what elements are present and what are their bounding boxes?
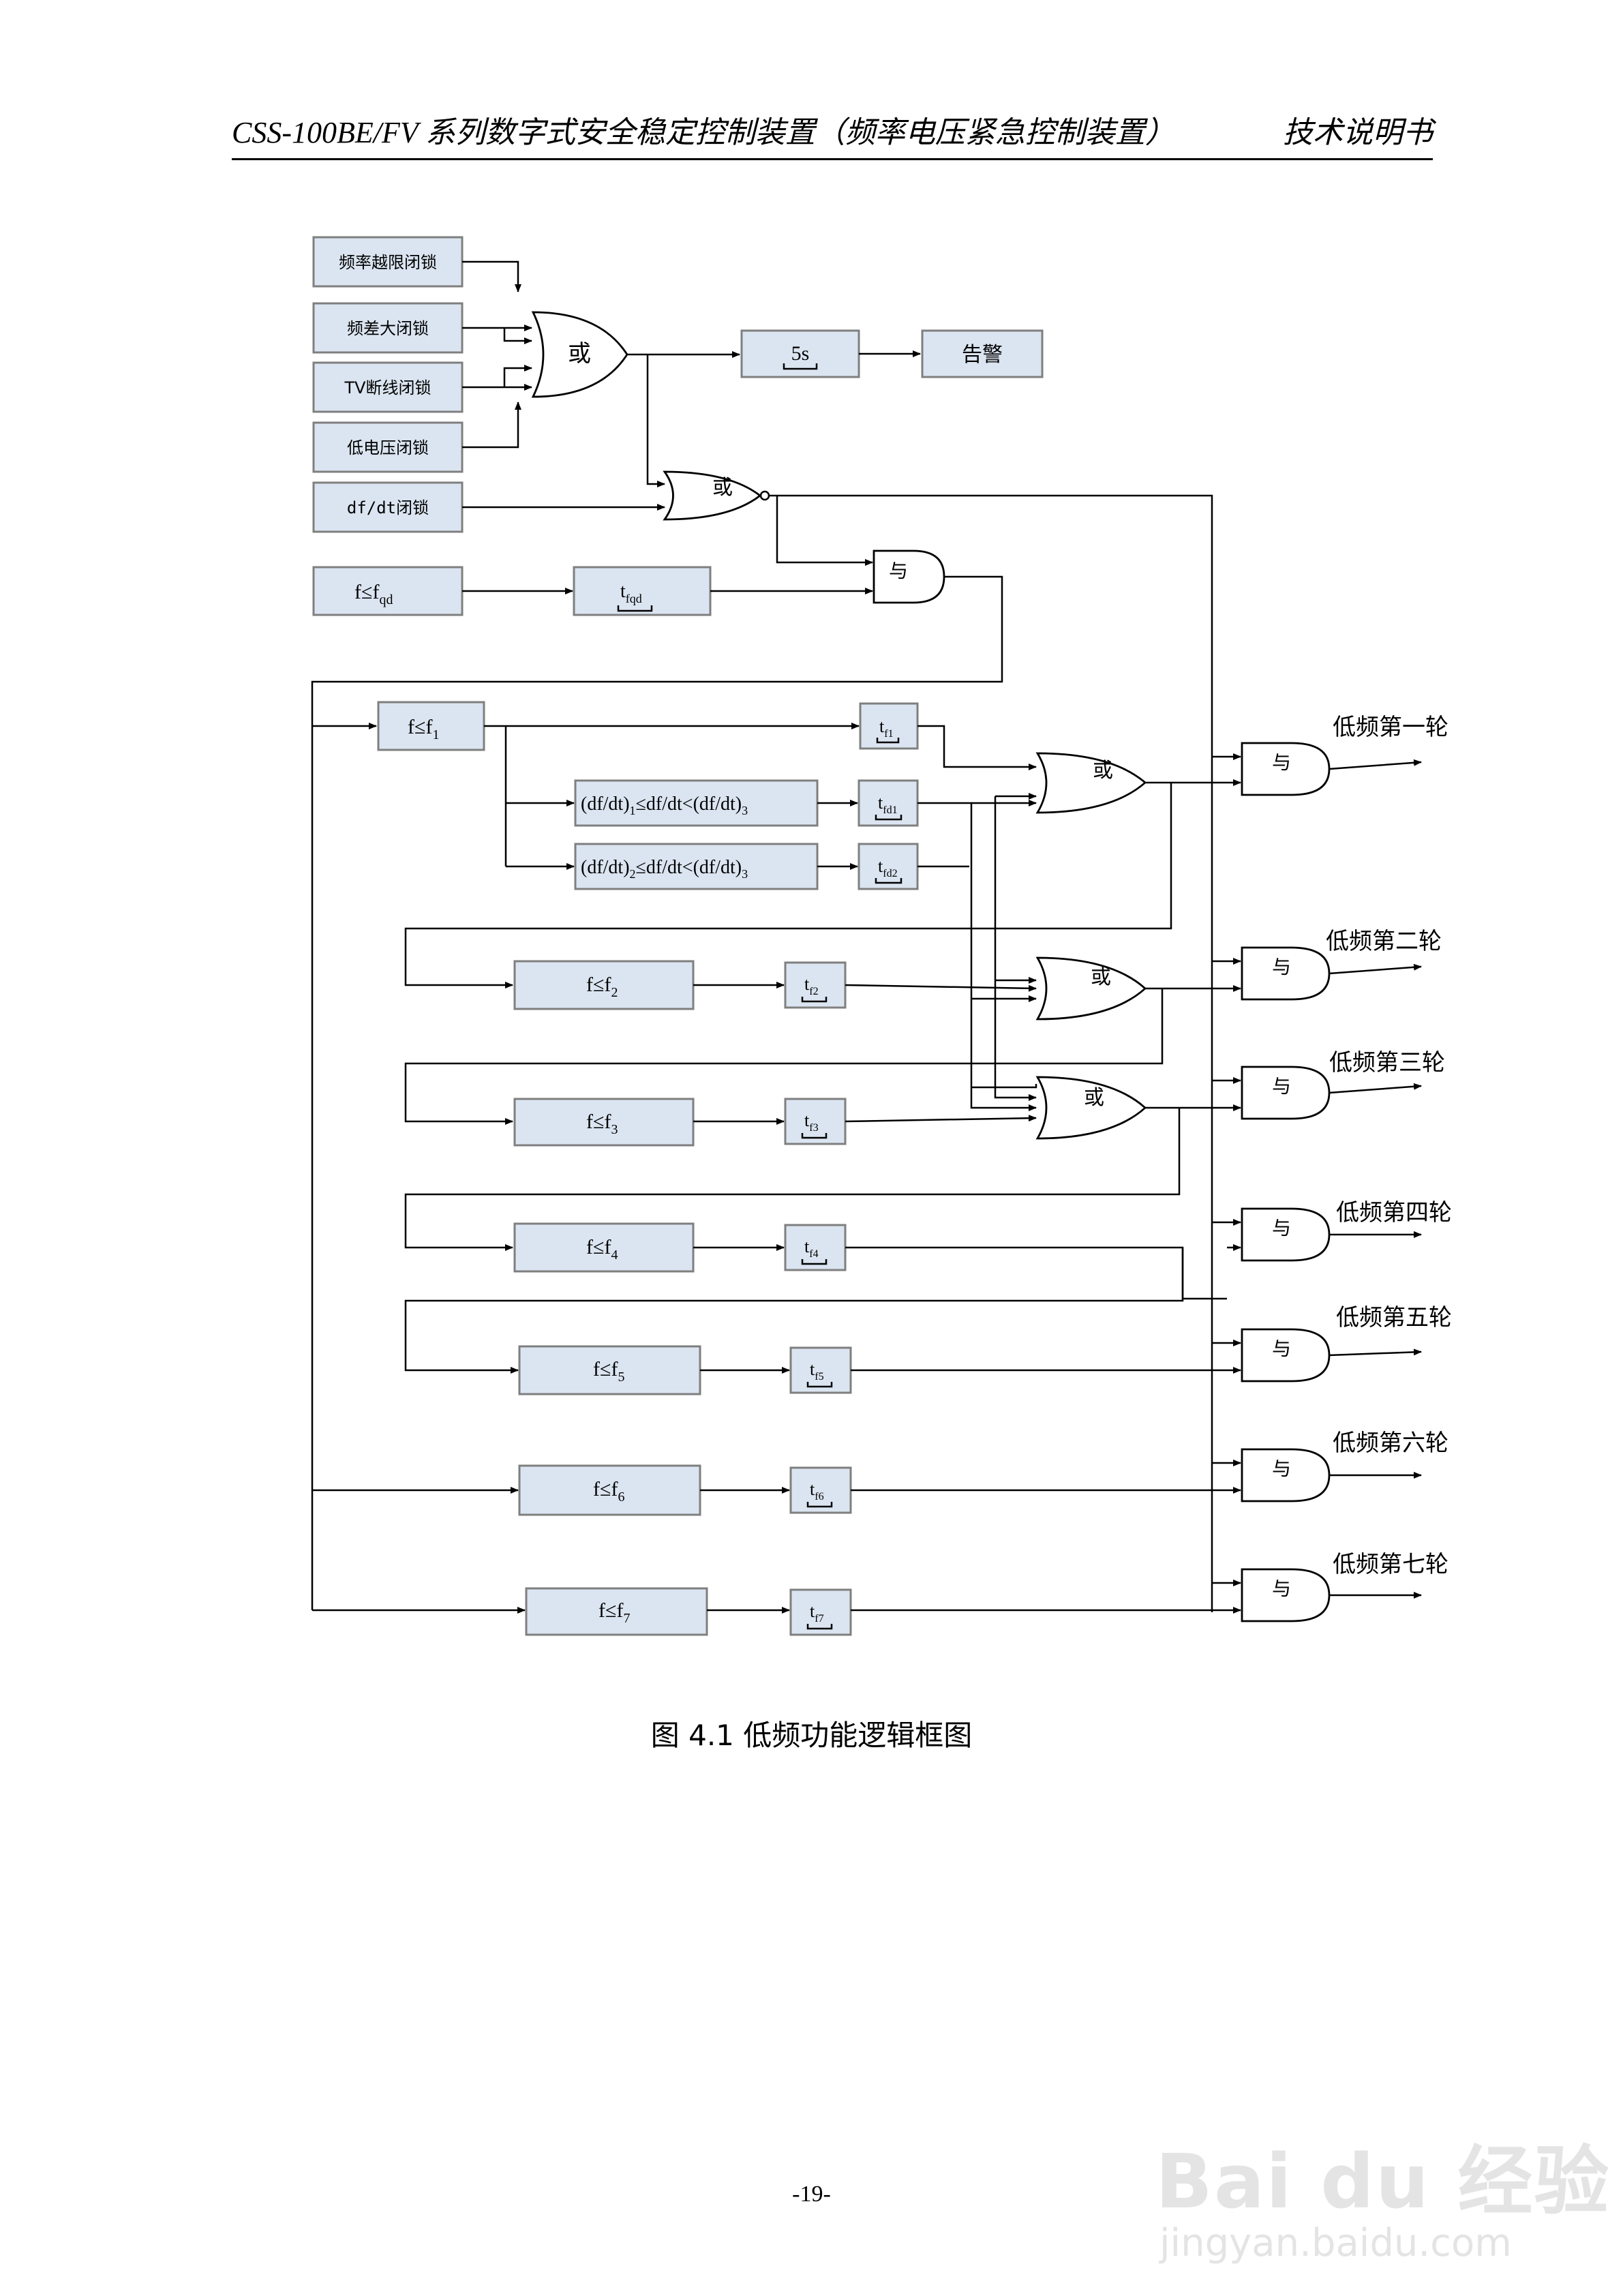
svg-text:与: 与 bbox=[1272, 956, 1291, 978]
block-f-le-f7: f≤f7 bbox=[525, 1587, 708, 1636]
or-gate-stage-3: 或 bbox=[1035, 1076, 1147, 1140]
block-f-le-f3: f≤f3 bbox=[513, 1098, 695, 1147]
output-round-1: 低频第一轮 bbox=[1333, 714, 1448, 741]
and-gate-round-6: 与 bbox=[1241, 1448, 1331, 1502]
and-gate-round-7: 与 bbox=[1241, 1568, 1331, 1622]
svg-text:或: 或 bbox=[1084, 1086, 1104, 1110]
svg-text:tfd1: tfd1 bbox=[878, 793, 898, 816]
svg-text:f≤f3: f≤f3 bbox=[586, 1111, 618, 1137]
svg-text:df/dt闭锁: df/dt闭锁 bbox=[347, 498, 429, 517]
output-round-3: 低频第三轮 bbox=[1329, 1049, 1445, 1076]
or-gate-lock: 或 bbox=[531, 311, 628, 398]
svg-text:tf5: tf5 bbox=[810, 1359, 824, 1383]
block-f-le-fqd: f≤fqd bbox=[312, 566, 464, 616]
block-t-f2: tf2 bbox=[784, 961, 847, 1009]
nor-gate-dfdt: 或 bbox=[663, 470, 770, 521]
block-f-le-f6: f≤f6 bbox=[518, 1464, 701, 1516]
block-t-f5: tf5 bbox=[789, 1346, 852, 1394]
svg-text:f≤f1: f≤f1 bbox=[408, 716, 439, 742]
block-t-f4: tf4 bbox=[784, 1224, 847, 1271]
block-t-f6: tf6 bbox=[789, 1466, 852, 1514]
watermark-url: jingyan.baidu.com bbox=[1159, 2221, 1512, 2265]
svg-text:或: 或 bbox=[1091, 965, 1111, 989]
and-gate-round-5: 与 bbox=[1241, 1328, 1331, 1383]
block-dfdt-lock: df/dt闭锁 bbox=[312, 481, 464, 533]
output-labels: 低频第一轮 低频第二轮 低频第三轮 低频第四轮 低频第五轮 低频第六轮 低频第七… bbox=[1326, 714, 1452, 1578]
svg-text:与: 与 bbox=[1272, 1338, 1291, 1360]
svg-text:tf6: tf6 bbox=[810, 1479, 824, 1502]
block-t-f3: tf3 bbox=[784, 1098, 847, 1145]
svg-text:f≤f5: f≤f5 bbox=[593, 1358, 624, 1385]
and-gate-round-3: 与 bbox=[1241, 1066, 1331, 1120]
svg-text:频差大闭锁: 频差大闭锁 bbox=[347, 319, 429, 338]
svg-text:tfd2: tfd2 bbox=[878, 856, 898, 879]
block-t-fqd: tfqd bbox=[573, 566, 712, 616]
svg-text:tf3: tf3 bbox=[804, 1111, 819, 1134]
svg-text:与: 与 bbox=[1272, 1075, 1291, 1098]
page-number: -19- bbox=[792, 2181, 831, 2207]
block-f-le-f2: f≤f2 bbox=[513, 960, 695, 1010]
svg-text:与: 与 bbox=[1272, 751, 1291, 774]
svg-text:(df/dt)1≤df/dt<(df/dt)3: (df/dt)1≤df/dt<(df/dt)3 bbox=[581, 794, 748, 817]
and-gate-round-1: 与 bbox=[1241, 742, 1331, 796]
block-t-f1: tf1 bbox=[859, 702, 919, 750]
output-round-5: 低频第五轮 bbox=[1336, 1304, 1452, 1331]
svg-text:告警: 告警 bbox=[962, 343, 1003, 367]
svg-text:或: 或 bbox=[1093, 759, 1113, 783]
svg-text:tf1: tf1 bbox=[879, 716, 894, 740]
header-title: CSS-100BE/FV 系列数字式安全稳定控制装置（频率电压紧急控制装置） bbox=[232, 116, 1175, 149]
block-dfdt-range-1: (df/dt)1≤df/dt<(df/dt)3 bbox=[574, 779, 819, 827]
svg-text:频率越限闭锁: 频率越限闭锁 bbox=[339, 253, 437, 272]
block-t-fd1: tfd1 bbox=[858, 779, 919, 827]
output-round-4: 低频第四轮 bbox=[1336, 1199, 1452, 1226]
svg-text:与: 与 bbox=[889, 560, 908, 582]
or-gate-stage-1: 或 bbox=[1035, 752, 1147, 814]
block-f-le-f5: f≤f5 bbox=[518, 1345, 701, 1395]
block-freq-limit-lock: 频率越限闭锁 bbox=[312, 236, 464, 288]
svg-text:f≤f6: f≤f6 bbox=[593, 1478, 624, 1505]
block-freq-diff-lock: 频差大闭锁 bbox=[312, 302, 464, 354]
output-round-6: 低频第六轮 bbox=[1333, 1430, 1448, 1457]
and-gate-round-4: 与 bbox=[1241, 1207, 1331, 1262]
block-dfdt-range-2: (df/dt)2≤df/dt<(df/dt)3 bbox=[574, 843, 819, 890]
svg-text:f≤f4: f≤f4 bbox=[586, 1236, 618, 1263]
output-round-2: 低频第二轮 bbox=[1326, 928, 1442, 955]
and-gate-round-2: 与 bbox=[1241, 946, 1331, 1001]
block-t-fd2: tfd2 bbox=[858, 843, 919, 890]
block-alarm: 告警 bbox=[921, 329, 1044, 378]
svg-text:与: 与 bbox=[1272, 1217, 1291, 1239]
svg-text:5s: 5s bbox=[791, 342, 810, 365]
svg-text:tf7: tf7 bbox=[810, 1601, 824, 1625]
svg-text:tfqd: tfqd bbox=[620, 581, 642, 605]
svg-text:或: 或 bbox=[568, 340, 591, 367]
svg-text:TV断线闭锁: TV断线闭锁 bbox=[344, 378, 431, 397]
and-gate-start: 与 bbox=[873, 549, 945, 604]
svg-text:低电压闭锁: 低电压闭锁 bbox=[347, 438, 429, 457]
figure-caption: 图 4.1 低频功能逻辑框图 bbox=[650, 1719, 973, 1752]
svg-text:tf2: tf2 bbox=[804, 974, 819, 997]
svg-text:f≤f2: f≤f2 bbox=[586, 973, 618, 1000]
baidu-watermark: Bai du 经验 jingyan.baidu.com bbox=[1155, 2120, 1609, 2270]
block-t-f7: tf7 bbox=[789, 1588, 852, 1636]
svg-text:与: 与 bbox=[1272, 1457, 1291, 1480]
svg-text:tf4: tf4 bbox=[804, 1237, 819, 1260]
block-f-le-f4: f≤f4 bbox=[513, 1222, 695, 1273]
watermark-logo: Bai du 经验 bbox=[1155, 2138, 1611, 2225]
page-header: CSS-100BE/FV 系列数字式安全稳定控制装置（频率电压紧急控制装置） 技… bbox=[232, 115, 1433, 160]
svg-text:f≤f7: f≤f7 bbox=[598, 1599, 630, 1626]
svg-text:(df/dt)2≤df/dt<(df/dt)3: (df/dt)2≤df/dt<(df/dt)3 bbox=[581, 857, 748, 881]
block-tv-break-lock: TV断线闭锁 bbox=[312, 361, 464, 413]
header-doc-type: 技术说明书 bbox=[1283, 116, 1433, 149]
svg-text:或: 或 bbox=[712, 476, 733, 500]
svg-text:f≤fqd: f≤fqd bbox=[354, 581, 393, 607]
block-low-voltage-lock: 低电压闭锁 bbox=[312, 421, 464, 473]
or-gate-stage-2: 或 bbox=[1035, 956, 1147, 1021]
output-round-7: 低频第七轮 bbox=[1333, 1551, 1448, 1578]
block-timer-5s: 5s bbox=[740, 329, 860, 378]
block-f-le-f1: f≤f1 bbox=[377, 701, 485, 751]
output-and-gates: 与 与 与 与 与 bbox=[1212, 742, 1422, 1622]
svg-text:与: 与 bbox=[1272, 1577, 1291, 1600]
